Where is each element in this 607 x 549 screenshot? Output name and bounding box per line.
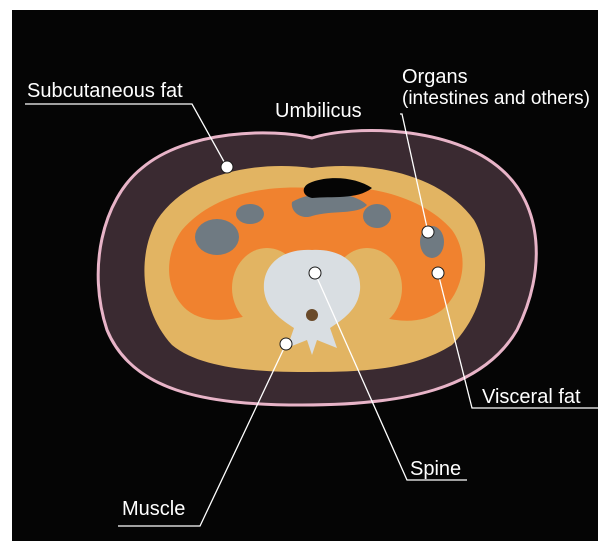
marker-spine: [309, 267, 321, 279]
vertebra-canal: [306, 309, 318, 321]
label-organs-title: Organs: [402, 66, 468, 88]
label-visceral-fat: Visceral fat: [482, 386, 581, 408]
marker-organs: [422, 226, 434, 238]
label-organs-detail: (intestines and others): [402, 88, 590, 110]
label-subcutaneous-fat: Subcutaneous fat: [27, 80, 183, 102]
marker-muscle: [280, 338, 292, 350]
label-umbilicus: Umbilicus: [275, 100, 362, 122]
organ-blob: [363, 204, 391, 228]
marker-subcutaneous-fat: [221, 161, 233, 173]
label-spine: Spine: [410, 458, 461, 480]
label-muscle: Muscle: [122, 498, 185, 520]
organ-blob: [236, 204, 264, 224]
organ-blob: [195, 219, 239, 255]
marker-visceral-fat: [432, 267, 444, 279]
